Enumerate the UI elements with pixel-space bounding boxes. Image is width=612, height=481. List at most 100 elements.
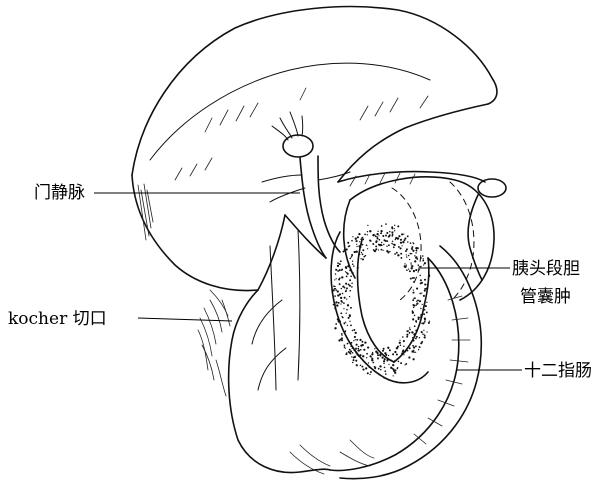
stipple-dot — [410, 278, 412, 280]
stipple-dot — [343, 302, 345, 304]
stipple-dot — [335, 323, 337, 325]
stipple-dot — [360, 258, 361, 259]
pancreatic-head-cyst-label-line1: 胰头段胆 — [512, 259, 580, 279]
stipple-dot — [351, 272, 353, 274]
stipple-dot — [397, 368, 398, 369]
stipple-dot — [415, 345, 417, 347]
stipple-dot — [428, 274, 430, 276]
stipple-dot — [412, 318, 414, 320]
stipple-dot — [384, 370, 386, 372]
stipple-dot — [352, 362, 353, 363]
stipple-dot — [350, 346, 351, 347]
stipple-dot — [407, 241, 408, 242]
stipple-dot — [343, 249, 345, 251]
stipple-dot — [400, 362, 402, 364]
stipple-dot — [399, 342, 401, 344]
stipple-dot — [383, 363, 385, 365]
stipple-dot — [364, 234, 366, 236]
stipple-dot — [360, 344, 362, 346]
stipple-dot — [413, 289, 414, 290]
stipple-dot — [344, 297, 346, 299]
stipple-dot — [424, 336, 426, 338]
stipple-dot — [367, 234, 368, 235]
stipple-dot — [341, 276, 343, 278]
stipple-dot — [415, 252, 417, 254]
stipple-dot — [388, 244, 390, 246]
stipple-dot — [420, 279, 422, 281]
stipple-dot — [340, 300, 342, 302]
stipple-dot — [374, 348, 375, 349]
stipple-dot — [353, 340, 354, 341]
stipple-dot — [415, 352, 416, 353]
stipple-dot — [354, 356, 356, 358]
stipple-dot — [346, 289, 347, 290]
stipple-dot — [403, 340, 405, 342]
stipple-dot — [426, 331, 427, 332]
stipple-dot — [402, 352, 403, 353]
stipple-dot — [349, 269, 351, 271]
stipple-dot — [367, 225, 368, 226]
stipple-dot — [352, 330, 353, 331]
stipple-dot — [407, 235, 409, 237]
stipple-dot — [347, 343, 349, 345]
stipple-dot — [338, 320, 340, 322]
stipple-dot — [410, 242, 412, 244]
stipple-dot — [367, 372, 369, 374]
stipple-dot — [350, 342, 352, 344]
stipple-dot — [415, 329, 417, 331]
stipple-dot — [355, 238, 357, 240]
stipple-dot — [367, 347, 369, 349]
stipple-dot — [395, 369, 397, 371]
stipple-dot — [332, 289, 334, 291]
stipple-dot — [357, 348, 359, 350]
stipple-dot — [413, 281, 414, 282]
stipple-dot — [372, 352, 373, 353]
stipple-dot — [391, 360, 392, 361]
stipple-dot — [358, 233, 360, 235]
stipple-dot — [344, 346, 346, 348]
stipple-dot — [339, 293, 341, 295]
stipple-dot — [422, 333, 424, 335]
stipple-dot — [424, 288, 426, 290]
stipple-dot — [363, 349, 364, 350]
stipple-dot — [351, 286, 353, 288]
stipple-dot — [353, 329, 355, 331]
stipple-dot — [392, 368, 394, 370]
stipple-dot — [415, 320, 417, 322]
stipple-dot — [392, 353, 394, 355]
stipple-dot — [343, 308, 344, 309]
stipple-dot — [349, 349, 351, 351]
stipple-dot — [416, 250, 417, 251]
stipple-dot — [340, 260, 342, 262]
stipple-dot — [423, 330, 424, 331]
stipple-dot — [357, 267, 359, 269]
stipple-dot — [383, 239, 385, 241]
stipple-dot — [419, 337, 420, 338]
stipple-dot — [334, 295, 336, 297]
stipple-dot — [359, 354, 361, 356]
stipple-dot — [394, 228, 395, 229]
stipple-dot — [423, 264, 424, 265]
stipple-dot — [379, 244, 381, 246]
stipple-dot — [421, 292, 422, 293]
stipple-dot — [371, 353, 373, 355]
stipple-dot — [347, 242, 349, 244]
stipple-dot — [406, 330, 408, 332]
stipple-dot — [348, 317, 350, 319]
stipple-dot — [390, 367, 392, 369]
stipple-dot — [411, 267, 413, 269]
stipple-dot — [400, 242, 402, 244]
stipple-dot — [380, 230, 382, 232]
stipple-dot — [334, 327, 336, 329]
stipple-dot — [383, 360, 385, 362]
stipple-dot — [408, 268, 409, 269]
stipple-dot — [349, 279, 351, 281]
stipple-dot — [353, 359, 355, 361]
stipple-dot — [382, 350, 384, 352]
stipple-dot — [406, 256, 407, 257]
stipple-dot — [335, 303, 336, 304]
stipple-dot — [361, 366, 363, 368]
stipple-dot — [404, 239, 406, 241]
stipple-dot — [424, 262, 426, 264]
stipple-dot — [348, 262, 350, 264]
